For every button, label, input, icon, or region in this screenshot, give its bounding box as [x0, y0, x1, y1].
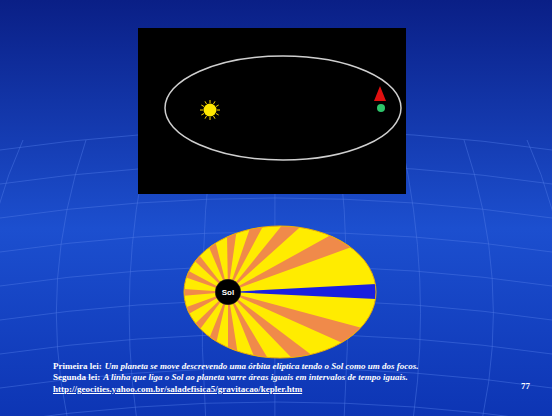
text-line: http://geocities.yahoo.com.br/saladefisi… [53, 384, 305, 394]
sun-circle: Sol [215, 279, 241, 305]
text-line: Primeira lei:Um planeta se move descreve… [53, 361, 421, 371]
sun-symbol [200, 100, 220, 120]
equal-areas-outline [184, 226, 376, 358]
law-text: Um planeta se move descrevendo uma órbit… [105, 361, 419, 371]
animation-panel [138, 28, 406, 194]
law-heading: Segunda lei: [53, 372, 100, 382]
velocity-arrow [374, 86, 386, 101]
law-text: A linha que liga o Sol ao planeta varre … [103, 372, 408, 382]
node-text: Sol [215, 288, 241, 297]
equal-areas-figure [9, 72, 441, 416]
page-number: 77 [521, 381, 530, 391]
planet-dot [377, 104, 385, 112]
orbit-ellipse [165, 56, 401, 160]
text-line: Segunda lei:A linha que liga o Sol ao pl… [53, 372, 411, 382]
text-line: 77 [521, 381, 533, 391]
source-link: http://geocities.yahoo.com.br/saladefisi… [53, 384, 302, 394]
law-heading: Primeira lei: [53, 361, 102, 371]
